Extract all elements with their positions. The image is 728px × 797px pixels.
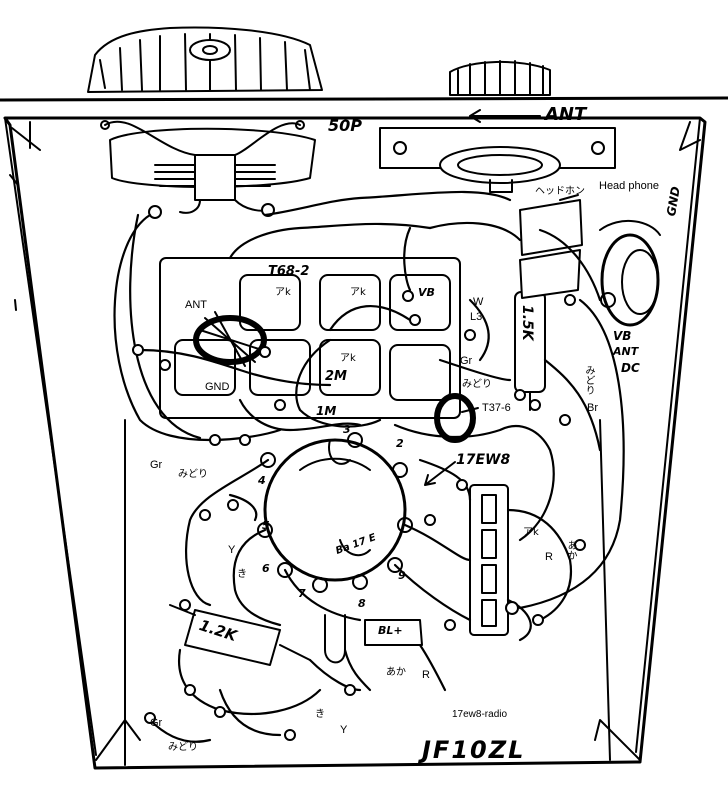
pin-7-label: 7 [298, 587, 306, 600]
headphone-jack [519, 199, 583, 299]
ki-left-label: き [237, 569, 247, 580]
bl-plus-label: BL+ [378, 624, 403, 637]
y-bottom-label: Y [340, 724, 348, 736]
antenna-terminal [379, 127, 616, 193]
ant-arrow [469, 109, 541, 123]
headphone-en-label: Head phone [599, 180, 659, 192]
t37-pointer [461, 407, 479, 413]
midori-left-label: みどり [178, 469, 208, 480]
headphone-pointer [559, 194, 579, 201]
tube-label: 17EW8 [456, 452, 511, 468]
callsign-label: JF10ZL [422, 736, 526, 764]
l3-label: L3 [470, 311, 483, 323]
tube-17ew8 [257, 432, 413, 593]
wiring [113, 190, 625, 743]
gr-left-label: Gr [150, 459, 163, 471]
y-left-label: Y [228, 544, 236, 556]
pin-6-label: 6 [262, 562, 270, 575]
tube-pointer [424, 461, 456, 486]
r-bottom-label: R [422, 669, 430, 681]
ant-coil [193, 311, 267, 367]
strip-r-label: R [545, 551, 553, 563]
chassis [3, 116, 707, 770]
vb-ant-label: VB [613, 329, 632, 343]
resistor-2m-label: 2M [325, 369, 347, 384]
capacitor-label: 50P [328, 116, 362, 135]
dc-jack [599, 219, 661, 327]
gnd-box-label: GND [205, 381, 230, 393]
wire-w-label: W [473, 296, 484, 308]
bl-plus-component [324, 614, 423, 664]
dc-label: DC [621, 361, 640, 375]
resistor-1-2k [169, 604, 311, 666]
ant-coil-label: ANT [185, 299, 207, 311]
br-label: Br [587, 402, 598, 414]
solder-points [132, 290, 586, 741]
strip-aka-label: あか [565, 540, 576, 560]
strip-ak-label: アk [523, 527, 539, 538]
midori-right-label: みどり [583, 365, 594, 395]
vb-coil-label: VB [418, 286, 435, 299]
aka-bottom-label: あか [386, 667, 406, 678]
coil-ak-label-2: アk [350, 287, 366, 298]
tuning-knob [87, 26, 323, 93]
gr-mid-label: Gr [460, 355, 473, 367]
pin-3-label: 3 [343, 423, 351, 436]
gr-bottom-label: Gr [150, 717, 163, 729]
pin-2-label: 2 [396, 437, 404, 450]
coil-t68-label: T68-2 [268, 264, 310, 279]
ak-small-label: アk [340, 353, 356, 364]
headphone-jp-label: ヘッドホン [535, 186, 585, 197]
coil-ak-label-1: アk [275, 287, 291, 298]
terminal-strip [469, 484, 509, 636]
ant-right-label: ANT [613, 345, 639, 358]
pin-5-label: 5 [262, 519, 270, 532]
capacitor-50p [100, 120, 316, 219]
midori-mid-label: みどり [462, 379, 492, 390]
midori-bottom-label: みどり [168, 742, 198, 753]
t37-label: T37-6 [482, 402, 511, 414]
watermark-label: 17ew8-radio [452, 709, 508, 720]
resistor-1-5k-label: 1.5K [519, 305, 535, 341]
ant-top-label: ANT [545, 104, 587, 125]
volume-knob [449, 60, 551, 96]
t37-coil [434, 393, 476, 443]
pin-4-label: 4 [258, 474, 266, 487]
panel-top-edge [0, 96, 728, 102]
ki-bottom-label: き [315, 709, 325, 720]
resistor-1m-label: 1M [316, 404, 337, 418]
coil-board [159, 257, 461, 419]
pin-9-label: 9 [398, 569, 406, 582]
pin-8-label: 8 [358, 597, 366, 610]
